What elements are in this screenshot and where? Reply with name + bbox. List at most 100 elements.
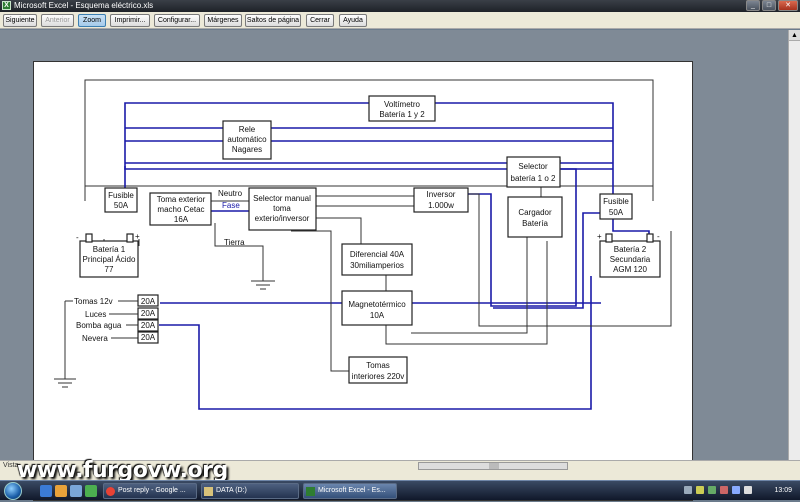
window-title: Microsoft Excel - Esquema eléctrico.xls <box>14 1 154 10</box>
fuse-20a-3-label: 20A <box>141 321 156 330</box>
manual-selector-label-2: toma <box>273 204 291 213</box>
breaker-box <box>341 290 413 326</box>
battery-2-label-1: Batería 2 <box>614 245 647 254</box>
inverter-label-1: Inversor <box>427 190 456 199</box>
start-button[interactable] <box>4 482 22 500</box>
vertical-scrollbar[interactable]: ▲ <box>788 30 800 460</box>
battery-selector-label-2: batería 1 o 2 <box>511 174 556 183</box>
network-icon[interactable] <box>732 486 740 494</box>
watermark: www.furgovw.org <box>17 458 228 483</box>
neutral-label: Neutro <box>218 189 243 198</box>
battery-2-box <box>599 240 661 278</box>
task-excel-label: Microsoft Excel - Es... <box>318 487 386 494</box>
fuse-20a-4 <box>137 331 159 344</box>
battery-1-label-3: 77 <box>105 265 114 274</box>
frame-lines <box>84 79 654 201</box>
battery-2-plus-label: + <box>597 232 602 241</box>
setup-button[interactable]: Configurar... <box>154 14 200 27</box>
task-data-drive[interactable]: DATA (D:) <box>201 483 299 499</box>
close-preview-button[interactable]: Cerrar <box>306 14 334 27</box>
scrollbar-thumb[interactable] <box>489 463 499 469</box>
maximize-button[interactable]: □ <box>762 0 776 11</box>
sockets-label-2: interiores 220v <box>352 372 404 381</box>
charger-box <box>507 196 563 238</box>
battery-1-label-2: Principal Ácido <box>83 255 136 264</box>
shore-inlet-box <box>149 192 212 226</box>
tray-icon-3[interactable] <box>708 486 716 494</box>
battery-2-label-2: Secundaria <box>610 255 651 264</box>
fuse-20a-3 <box>137 319 159 332</box>
rcd-box <box>341 243 413 276</box>
fuse-right-label-2: 50A <box>609 208 624 217</box>
task-google[interactable]: Post reply - Google ... <box>103 483 197 499</box>
quicklaunch-desktop-icon[interactable] <box>70 485 82 497</box>
system-tray: 13:09 <box>670 481 800 501</box>
volume-icon[interactable] <box>744 486 752 494</box>
battery-1-box <box>79 240 139 278</box>
fuse-left-box <box>104 187 138 213</box>
zoom-button[interactable]: Zoom <box>78 14 106 27</box>
charger-label-1: Cargador <box>518 208 552 217</box>
circuit-label-tomas: Tomas 12v <box>74 297 113 306</box>
task-google-label: Post reply - Google ... <box>118 487 186 494</box>
print-button[interactable]: Imprimir... <box>110 14 150 27</box>
phase-label: Fase <box>222 201 240 210</box>
voltmeter-label-2: Batería 1 y 2 <box>379 110 425 119</box>
fuse-right-label-1: Fusible <box>603 197 629 206</box>
print-preview-toolbar: Siguiente Anterior Zoom Imprimir... Conf… <box>0 12 800 29</box>
fuse-right-box <box>599 193 633 220</box>
task-excel[interactable]: Microsoft Excel - Es... <box>303 483 397 499</box>
components <box>79 95 661 384</box>
wiring-diagram: Voltímetro Batería 1 y 2 Rele automático… <box>54 79 672 410</box>
manual-selector-box <box>248 187 317 231</box>
relay-label-2: automático <box>227 135 267 144</box>
battery-2-label-3: AGM 120 <box>613 265 647 274</box>
window-controls: _ □ ✕ <box>746 0 798 11</box>
quicklaunch-firefox-icon[interactable] <box>55 485 67 497</box>
battery-2-minus-label: - <box>657 232 660 241</box>
tray-icon-4[interactable] <box>720 486 728 494</box>
help-button[interactable]: Ayuda <box>339 14 367 27</box>
quicklaunch-explorer-icon[interactable] <box>40 485 52 497</box>
status-text: Vista <box>3 462 19 469</box>
page-break-preview-button[interactable]: Saltos de página <box>245 14 301 27</box>
fuse-left-label-2: 50A <box>114 201 129 210</box>
charger-label-2: Batería <box>522 219 548 228</box>
tray-icon-2[interactable] <box>696 486 704 494</box>
rcd-label-2: 30miliamperios <box>350 261 404 270</box>
excel-task-icon <box>306 487 315 496</box>
breaker-label-2: 10A <box>370 311 385 320</box>
tray-icon-1[interactable] <box>684 486 692 494</box>
preview-page: Voltímetro Batería 1 y 2 Rele automático… <box>33 61 693 501</box>
taskbar: Post reply - Google ... DATA (D:) Micros… <box>0 480 800 500</box>
margins-button[interactable]: Márgenes <box>204 14 242 27</box>
fuse-left-label-1: Fusible <box>108 191 134 200</box>
battery-selector-label-1: Selector <box>518 162 548 171</box>
horizontal-scrollbar[interactable] <box>418 462 568 470</box>
clock[interactable]: 13:09 <box>774 487 792 494</box>
relay-label-3: Nagares <box>232 145 262 154</box>
fuse-20a-1-label: 20A <box>141 297 156 306</box>
manual-selector-label-1: Selector manual <box>253 194 311 203</box>
circuit-label-bomba: Bomba agua <box>76 321 122 330</box>
status-bar: Vista <box>0 460 800 480</box>
battery-1-label-1: Batería 1 <box>93 245 126 254</box>
relay-box <box>222 120 272 160</box>
sockets-label-1: Tomas <box>366 361 390 370</box>
shore-inlet-label-1: Toma exterior <box>157 195 206 204</box>
earth-label: Tierra <box>224 238 245 247</box>
scroll-up-icon[interactable]: ▲ <box>789 30 800 41</box>
battery-1-minus-label: - <box>76 233 79 242</box>
quicklaunch-app-icon[interactable] <box>85 485 97 497</box>
previous-page-button[interactable]: Anterior <box>41 14 74 27</box>
battery-1-plus-label: + <box>135 232 140 241</box>
inverter-label-2: 1.000w <box>428 201 454 210</box>
close-window-button[interactable]: ✕ <box>778 0 798 11</box>
shore-inlet-label-3: 16A <box>174 215 189 224</box>
manual-selector-label-3: exterio/inversor <box>255 214 310 223</box>
inverter-box <box>413 187 469 213</box>
battery-selector-box <box>506 156 561 188</box>
next-page-button[interactable]: Siguiente <box>3 14 37 27</box>
fuse-20a-4-label: 20A <box>141 333 156 342</box>
minimize-button[interactable]: _ <box>746 0 760 11</box>
